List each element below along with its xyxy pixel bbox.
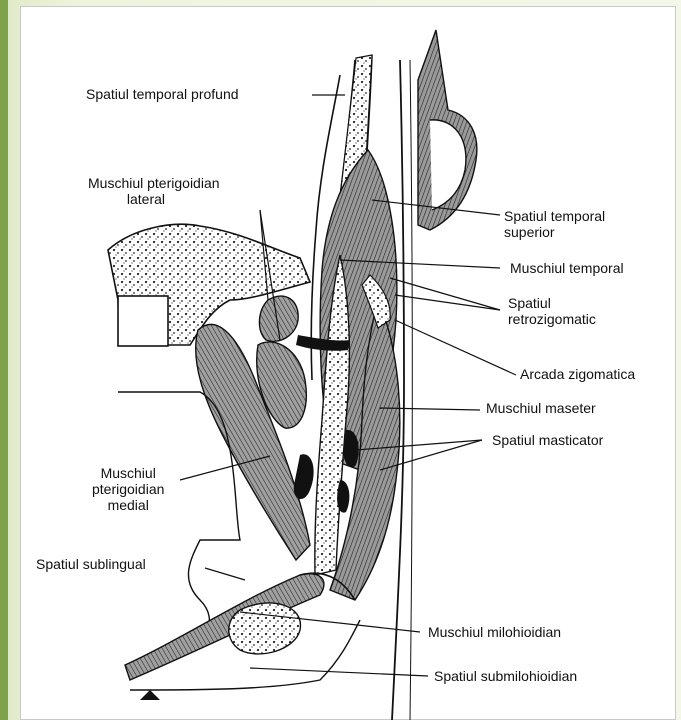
label-muschiul-milohioidian: Muschiul milohioidian [428,624,561,640]
label-muschiul-temporal: Muschiul temporal [510,260,624,276]
label-spatiul-sublingual: Spatiul sublingual [36,556,146,572]
label-muschiul-pterigoidian-medial: Muschiul pterigoidian medial [92,465,164,513]
masticator-space-mark [294,454,314,499]
label-spatiul-submilohioidian: Spatiul submilohioidian [434,668,577,684]
label-spatiul-temporal-superior: Spatiul temporal superior [504,208,605,240]
label-muschiul-maseter: Muschiul maseter [486,400,596,416]
label-arcada-zigomatica: Arcada zigomatica [520,366,635,382]
label-spatiul-retrozigomatic: Spatiul retrozigomatic [508,295,596,327]
submandibular-gland [229,603,301,654]
label-spatiul-masticator: Spatiul masticator [492,432,603,448]
label-muschiul-pterigoidian-lateral: Muschiul pterigoidian lateral [88,175,220,207]
maxillary-sinus [118,296,168,346]
label-spatiul-temporal-profund: Spatiul temporal profund [86,86,239,102]
